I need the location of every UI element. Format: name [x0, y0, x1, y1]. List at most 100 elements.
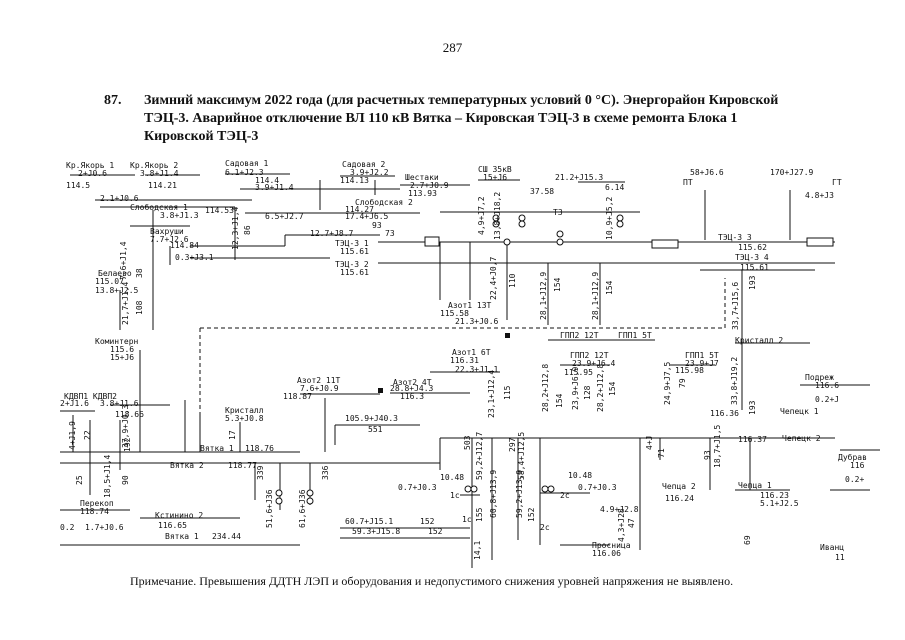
- label-azot2-4t-v: 116.3: [400, 392, 424, 401]
- label-azot1-6t-v: 116.31: [450, 356, 479, 365]
- label-vakhrushi-flow: 7.7+J2.6: [150, 235, 189, 244]
- label-kstinino2-v: 116.65: [158, 521, 187, 530]
- flow-lf22: 23,9+J6,9: [571, 366, 580, 410]
- schematic-lines: [60, 173, 880, 568]
- flow-lf35: 25: [75, 475, 84, 485]
- label-azot2-11t-flow: 7.6+J0.9: [300, 384, 339, 393]
- flow-lf14: 28,1+J12,9: [591, 272, 600, 320]
- label-vyatka1-top-v: 118.76: [245, 444, 274, 453]
- flow-lf54: 4,3+J28: [617, 508, 626, 542]
- label-shestaki-flow: 2.7+J0.9: [410, 181, 449, 190]
- label-n551: 551: [368, 425, 383, 434]
- label-vyatka1-bot: Вятка 1: [165, 532, 199, 541]
- label-kdvp-v: 118.66: [115, 410, 144, 419]
- schematic-svg: Кр.Якорь 1 2+J0.6 114.5 Кр.Якорь 2 3.8+J…: [60, 159, 880, 568]
- label-gt-gen: 4.8+J3: [805, 191, 834, 200]
- equipment-symbols: [275, 214, 834, 505]
- heading-number: 87.: [104, 93, 122, 108]
- flow-lf34: 17: [228, 430, 237, 440]
- label-prosnitsa: Просница: [592, 541, 631, 550]
- label-n73: 73: [385, 229, 395, 238]
- label-vyatka2: Вятка 2: [170, 461, 204, 470]
- label-slobodskaya1-v: 114.53: [205, 206, 234, 215]
- label-n2c: 2с: [560, 491, 570, 500]
- label-gpp2-12t-top: ГПП2 12Т: [560, 331, 599, 340]
- label-vakhrushi: Вахруши: [150, 227, 184, 236]
- label-v11636: 116.36: [710, 409, 739, 418]
- flow-lf16: 33,7+J15,6: [731, 282, 740, 330]
- label-podrezh: Подреж: [805, 373, 834, 382]
- label-f1059: 105.9+J40.3: [345, 414, 398, 423]
- flow-lf12: 28,1+J12,9: [539, 272, 548, 320]
- label-tec3-2: ТЭЦ-3 2: [335, 260, 369, 269]
- label-kryakor2: Кр.Якорь 2: [130, 161, 178, 170]
- label-tec3-3: ТЭЦ-3 3: [718, 233, 752, 242]
- flow-lf51: 60,8+J13,9: [489, 470, 498, 518]
- footnote: Примечание. Превышения ДДТН ЛЭП и оборуд…: [130, 574, 734, 588]
- label-kryakor1-v: 114.5: [66, 181, 90, 190]
- label-tec3-4: ТЭЦ-3 4: [735, 253, 769, 262]
- label-tec3-3-v: 115.62: [738, 243, 767, 252]
- flow-lf9: 108: [135, 300, 144, 315]
- label-checha1-flow: 5.1+J2.5: [760, 499, 799, 508]
- label-kdvp2-flow: 3.8+J1.6: [100, 399, 139, 408]
- label-f65: 6.5+J2.7: [265, 212, 304, 221]
- label-gpp2-12t: ГПП2 12Т: [570, 351, 609, 360]
- flow-lf56: 69: [743, 535, 752, 545]
- label-ivantsy: Иванц: [820, 543, 844, 552]
- label-n1c: 1с: [450, 491, 460, 500]
- label-kryakor1-flow: 2+J0.6: [78, 169, 107, 178]
- label-checks2: Чепецк 2: [782, 434, 821, 443]
- label-n152a: 152: [420, 517, 435, 526]
- label-sadovaya2-v: 114.13: [340, 176, 369, 185]
- label-azot1-13t-flow: 21.3+J0.6: [455, 317, 499, 326]
- label-komintern-flow: 15+J6: [110, 353, 134, 362]
- label-tec3-1-v: 115.61: [340, 247, 369, 256]
- label-kdvp1-flow: 2+J1.6: [60, 399, 89, 408]
- flow-lf21: 154: [555, 393, 564, 408]
- label-checha1: Чепца 1: [738, 481, 772, 490]
- flow-lf10: 22,4+J0,7: [489, 256, 498, 300]
- flow-lf43: 59,2+J12,7: [475, 432, 484, 480]
- flow-lf57: 14,1: [473, 541, 482, 560]
- flow-lf13: 154: [553, 277, 562, 292]
- label-pt: ПТ: [683, 178, 693, 187]
- flow-lf36: 18,5+J1,4: [103, 454, 112, 498]
- label-t3: Т3: [553, 208, 563, 217]
- flow-lf52: 152: [527, 507, 536, 522]
- flow-lf32: 37,9+J0,3: [121, 404, 130, 448]
- flow-lf23: 128: [583, 385, 592, 400]
- flow-lf2: 86: [243, 225, 252, 235]
- label-n1c2: 1с: [462, 515, 472, 524]
- flow-lf31: 22: [83, 430, 92, 440]
- flow-lf15: 154: [605, 280, 614, 295]
- flow-lf26: 24,9+J7,5: [663, 361, 672, 405]
- label-kirstall2: Кристалл 2: [735, 336, 783, 345]
- label-checha2-v: 116.24: [665, 494, 694, 503]
- label-slobodskaya1-flow: 3.8+J1.3: [160, 211, 199, 220]
- label-prosnitsa-v: 116.06: [592, 549, 621, 558]
- label-perekop: Перекоп: [80, 499, 114, 508]
- label-podrezh-flow: 0.2+J: [815, 395, 839, 404]
- flow-lf55: 47: [627, 518, 636, 528]
- flow-lf1: 12,3+J1,4: [231, 206, 240, 250]
- flow-lf19: 115: [503, 385, 512, 400]
- label-kdvp: КДВП1 КДВП2: [64, 392, 117, 401]
- label-belaevo: Белаево: [98, 269, 132, 278]
- label-azot1-6t-flow: 22.3+J1.1: [455, 365, 499, 374]
- label-azot2-4t-flow: 28.8+J4.3: [390, 384, 434, 393]
- label-n02: 0.2: [60, 523, 75, 532]
- label-kryakor2-v: 114.21: [148, 181, 177, 190]
- flow-lf4: 13,8+J18,2: [493, 192, 502, 240]
- flow-lf38: 339: [256, 465, 265, 480]
- flow-lf29: 193: [748, 400, 757, 415]
- label-perekop-flow: 1.7+J0.6: [85, 523, 124, 532]
- flow-lf17: 193: [748, 275, 757, 290]
- flow-lf49: 93: [703, 450, 712, 460]
- label-f21: 2.1+J0.6: [100, 194, 139, 203]
- flow-lf44: 297: [508, 437, 517, 452]
- label-t3-flow: 21.2+J15.3: [555, 173, 603, 182]
- label-komintern-v: 115.6: [110, 345, 134, 354]
- label-n1048-r: 10.48: [568, 471, 592, 480]
- label-n93: 93: [372, 221, 382, 230]
